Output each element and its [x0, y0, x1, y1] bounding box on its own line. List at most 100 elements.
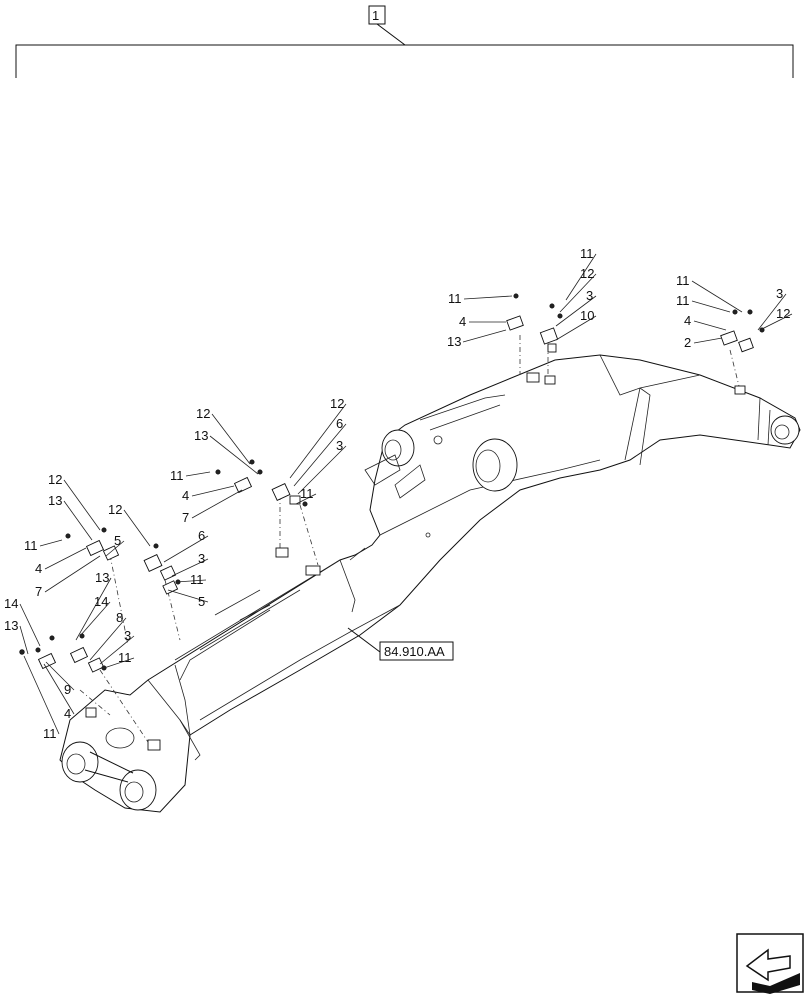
callout-arm-top[interactable]: 12 — [580, 266, 594, 281]
callout-lower-left[interactable]: 12 — [48, 472, 62, 487]
callout-front[interactable]: 11 — [118, 650, 132, 665]
callout-leader — [691, 300, 731, 313]
callout-arm-top[interactable]: 3 — [586, 288, 593, 303]
callout-leader — [105, 540, 125, 557]
callout-front[interactable]: 8 — [116, 610, 123, 625]
callout-mid-left[interactable]: 7 — [182, 510, 189, 525]
callout-leader — [45, 661, 75, 691]
callout-leader — [175, 579, 207, 583]
callout-front[interactable]: 9 — [64, 682, 71, 697]
clamp-group-arm-top — [506, 293, 563, 385]
callout-leader — [44, 555, 101, 593]
callout-front[interactable]: 13 — [95, 570, 109, 585]
callout-leader — [555, 315, 597, 341]
callout-mid-left[interactable]: 11 — [170, 468, 184, 483]
callout-leader — [185, 471, 211, 477]
callout-lower-left[interactable]: 7 — [35, 584, 42, 599]
callout-leader — [693, 337, 723, 344]
callout-leader — [759, 313, 793, 331]
callout-mid-right[interactable]: 6 — [336, 416, 343, 431]
callout-front[interactable]: 13 — [4, 618, 18, 633]
callout-leader — [163, 535, 209, 563]
callout-lower-left[interactable]: 4 — [35, 561, 42, 576]
assembly-callout: 1 — [372, 8, 379, 23]
callout-leader — [19, 603, 41, 647]
callout-leader — [44, 547, 87, 570]
callout-leader — [555, 295, 597, 327]
callout-leader — [171, 558, 209, 577]
callout-arm-end[interactable]: 12 — [776, 306, 790, 321]
callout-lower-right[interactable]: 12 — [108, 502, 122, 517]
callout-leader — [691, 280, 743, 313]
callout-lower-right[interactable]: 6 — [198, 528, 205, 543]
callout-mid-right[interactable]: 12 — [330, 396, 344, 411]
callout-leader — [63, 500, 93, 541]
callout-mid-right[interactable]: 11 — [300, 486, 314, 501]
next-page-arrow-icon[interactable] — [736, 933, 804, 994]
callout-front[interactable]: 4 — [64, 706, 71, 721]
callout-leader — [297, 445, 347, 495]
callout-leader — [75, 577, 112, 641]
callout-leader — [123, 509, 151, 547]
reference-label-box[interactable] — [379, 641, 454, 661]
callout-lower-left[interactable]: 11 — [24, 538, 38, 553]
arm-cylinder-boss — [381, 429, 415, 467]
callout-leader — [39, 539, 63, 547]
assembly-bracket: 1 — [15, 5, 794, 78]
clamp-group-front — [19, 633, 161, 751]
reference-label[interactable]: 84.910.AA — [384, 644, 445, 659]
callout-layer: 11 12 3 10 11 4 13 11 11 4 3 12 2 12 6 3 11 12 13 11 4 7 12 6 3 1… — [4, 246, 793, 741]
callout-leader — [89, 617, 127, 661]
callout-leader — [693, 320, 727, 331]
excavator-arm — [59, 354, 801, 813]
callout-leader — [99, 635, 135, 665]
clamp-group-mid — [215, 459, 321, 576]
callout-leader — [463, 295, 513, 300]
reference-label-group[interactable]: 84.910.AA — [347, 627, 454, 661]
callout-mid-left[interactable]: 13 — [194, 428, 208, 443]
callout-arm-top[interactable]: 4 — [459, 314, 466, 329]
callout-lower-left[interactable]: 13 — [48, 493, 62, 508]
callout-leader — [23, 655, 60, 735]
callout-lower-left[interactable]: 5 — [114, 533, 121, 548]
callout-leader — [191, 489, 243, 519]
assembly-leader-lines — [79, 335, 741, 746]
callout-leader — [293, 423, 347, 487]
callout-leader — [167, 589, 209, 603]
clamp-group-lower — [65, 527, 181, 595]
arm-end-boss — [770, 415, 800, 445]
callout-leader — [211, 413, 251, 465]
clamp-group-arm-end — [720, 309, 765, 395]
callout-lower-right[interactable]: 11 — [190, 572, 204, 587]
callout-arm-end[interactable]: 4 — [684, 313, 691, 328]
callout-front[interactable]: 14 — [4, 596, 18, 611]
callout-leader — [43, 663, 75, 715]
callout-arm-end[interactable]: 2 — [684, 335, 691, 350]
callout-leader — [63, 479, 101, 531]
callout-leader — [565, 253, 597, 301]
arm-pivot-boss — [472, 438, 518, 492]
callout-leader — [757, 293, 787, 331]
callout-arm-end[interactable]: 11 — [676, 293, 690, 308]
callout-mid-right[interactable]: 3 — [336, 438, 343, 453]
callout-lower-right[interactable]: 3 — [198, 551, 205, 566]
callout-arm-top[interactable]: 11 — [580, 246, 594, 261]
callout-leader — [79, 601, 111, 637]
callout-front[interactable]: 14 — [94, 594, 108, 609]
callout-mid-left[interactable]: 12 — [196, 406, 210, 421]
callout-leader — [19, 625, 29, 655]
callout-arm-end[interactable]: 3 — [776, 286, 783, 301]
callout-front[interactable]: 3 — [124, 628, 131, 643]
callout-lower-right[interactable]: 5 — [198, 594, 205, 609]
callout-arm-top[interactable]: 11 — [448, 291, 462, 306]
callout-arm-end[interactable]: 11 — [676, 273, 690, 288]
callout-front[interactable]: 11 — [43, 726, 57, 741]
callout-leader — [462, 329, 507, 343]
callout-leader — [295, 493, 317, 505]
callout-mid-left[interactable]: 4 — [182, 488, 189, 503]
callout-leader — [559, 273, 597, 313]
callout-arm-top[interactable]: 13 — [447, 334, 461, 349]
callout-arm-top[interactable]: 10 — [580, 308, 594, 323]
callout-leader — [103, 657, 135, 669]
